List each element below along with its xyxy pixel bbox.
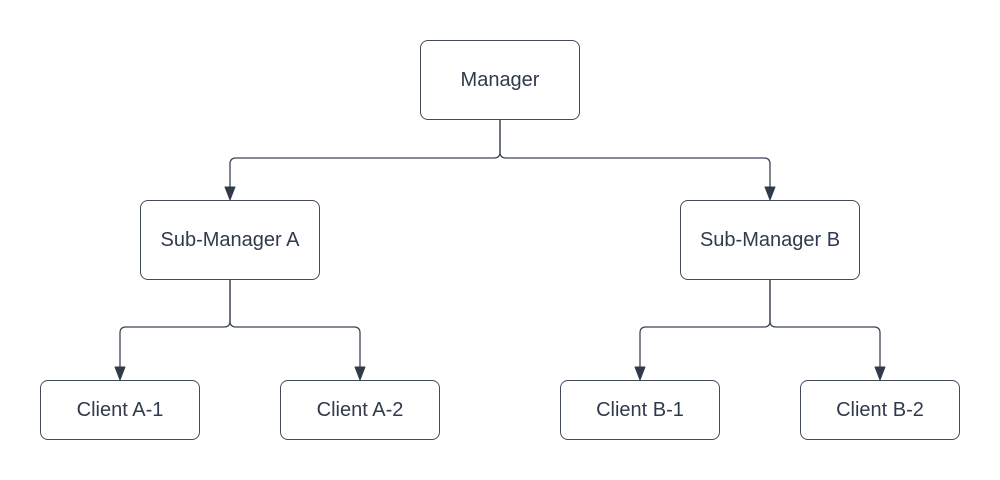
arrowhead-down-icon [764, 186, 776, 201]
node-client-b-2-label: Client B-2 [836, 399, 924, 421]
arrowhead-down-icon [354, 366, 366, 381]
edge-sub-manager-a-to-client-a-2 [229, 280, 366, 381]
node-client-b-2: Client B-2 [800, 380, 960, 440]
node-sub-manager-b-label: Sub-Manager B [699, 229, 841, 251]
node-manager: Manager [420, 40, 580, 120]
edge-line [769, 280, 881, 367]
node-client-b-1: Client B-1 [560, 380, 720, 440]
arrowhead-down-icon [114, 366, 126, 381]
arrowhead-down-icon [224, 186, 236, 201]
edge-line [119, 280, 231, 367]
node-client-a-1-label: Client A-1 [76, 399, 164, 421]
node-client-a-2: Client A-2 [280, 380, 440, 440]
edge-manager-to-sub-manager-a [224, 120, 501, 201]
node-sub-manager-a-label: Sub-Manager A [160, 229, 300, 251]
arrowhead-down-icon [874, 366, 886, 381]
arrowhead-down-icon [634, 366, 646, 381]
node-client-a-2-label: Client A-2 [316, 399, 404, 421]
edge-sub-manager-b-to-client-b-2 [769, 280, 886, 381]
edge-sub-manager-b-to-client-b-1 [634, 280, 771, 381]
edge-line [639, 280, 771, 367]
node-client-b-1-label: Client B-1 [596, 399, 684, 421]
node-manager-label: Manager [460, 69, 540, 91]
node-sub-manager-a: Sub-Manager A [140, 200, 320, 280]
node-sub-manager-b: Sub-Manager B [680, 200, 860, 280]
edge-line [229, 280, 361, 367]
edge-line [229, 120, 501, 187]
node-client-a-1: Client A-1 [40, 380, 200, 440]
edge-line [499, 120, 771, 187]
edge-manager-to-sub-manager-b [499, 120, 776, 201]
edge-sub-manager-a-to-client-a-1 [114, 280, 231, 381]
